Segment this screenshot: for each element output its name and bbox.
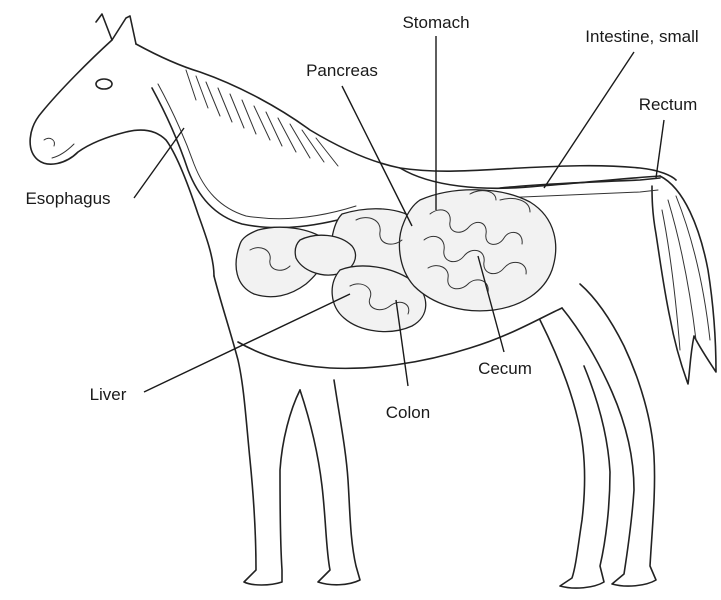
label-colon: Colon xyxy=(386,403,430,422)
leader-intestine-small xyxy=(544,52,634,188)
digestive-organs xyxy=(152,84,660,332)
label-pancreas: Pancreas xyxy=(306,61,378,80)
leader-esophagus xyxy=(134,128,184,198)
leader-pancreas xyxy=(342,86,412,226)
leader-liver xyxy=(144,294,350,392)
label-stomach: Stomach xyxy=(402,13,469,32)
label-cecum: Cecum xyxy=(478,359,532,378)
leader-rectum xyxy=(656,120,664,178)
rectum-tube xyxy=(500,178,660,188)
label-rectum: Rectum xyxy=(639,95,698,114)
label-intestine-small: Intestine, small xyxy=(585,27,698,46)
label-liver: Liver xyxy=(90,385,127,404)
label-esophagus: Esophagus xyxy=(25,189,110,208)
esophagus-tube xyxy=(152,88,360,228)
